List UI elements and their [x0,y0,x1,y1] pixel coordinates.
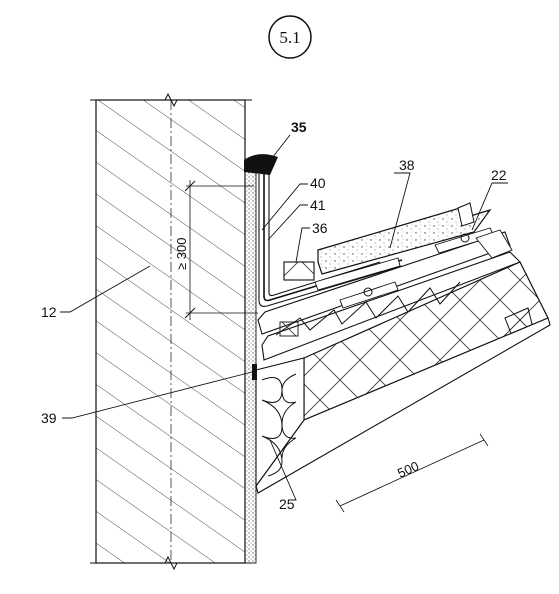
label-38: 38 [399,157,415,173]
vertical-apron-flashing [258,174,403,307]
mineral-wool-insulation [255,357,305,488]
detail-number-circle [268,15,312,59]
detail-number: 5.1 [279,28,300,47]
label-39: 39 [41,410,57,426]
label-12: 12 [41,304,57,320]
label-36: 36 [312,220,328,236]
sealant-cap [244,154,278,175]
label-35: 35 [291,119,307,135]
roof-layers [257,227,521,361]
plaster-layer [244,159,257,564]
leader-lines [60,134,508,501]
label-40: 40 [310,175,326,191]
label-41: 41 [310,197,326,213]
label-25: 25 [279,496,295,512]
mounting-strip [252,364,257,380]
height-dimension: ≥ 300 [174,180,258,320]
label-22: 22 [491,167,507,183]
height-dimension-text: ≥ 300 [174,238,189,270]
masonry-wall [90,92,252,571]
length-dimension: 500 [335,433,489,513]
counter-plank [283,202,492,281]
detail-number-badge: 5.1 [268,15,312,59]
length-dimension-text: 500 [395,458,421,481]
